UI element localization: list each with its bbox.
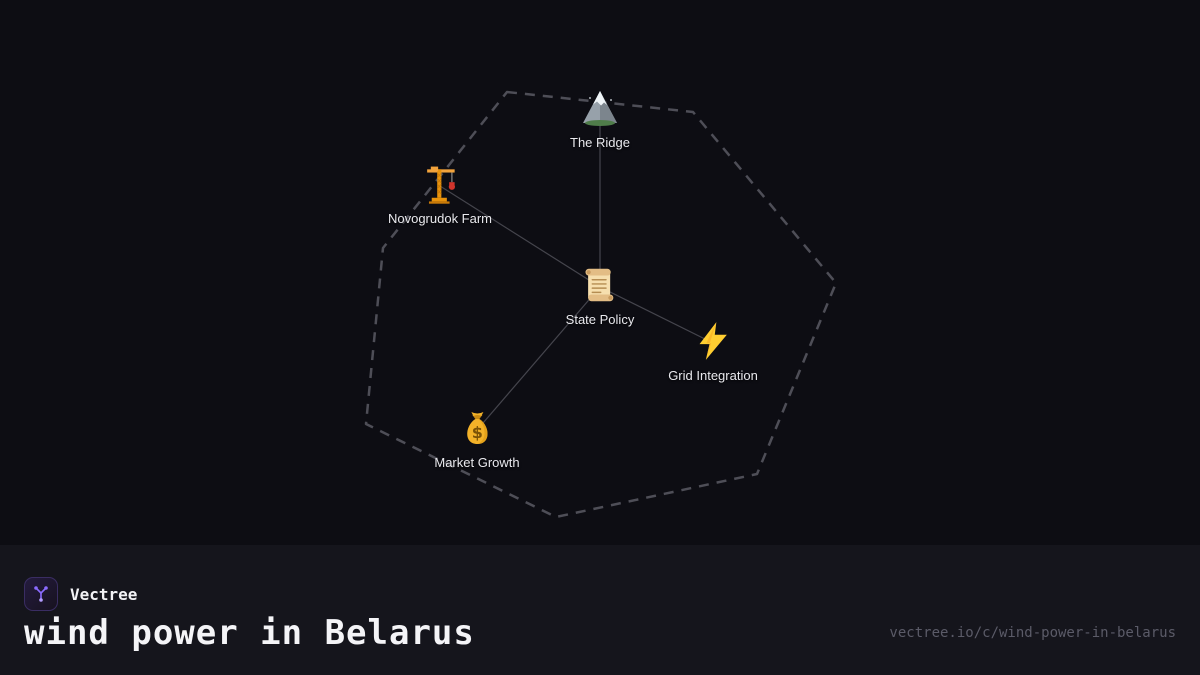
graph-edge-state-policy--grid-integration bbox=[599, 286, 714, 344]
footer-bar: Vectree wind power in Belarus vectree.io… bbox=[0, 545, 1200, 675]
brand-row: Vectree bbox=[24, 577, 137, 611]
node-label: State Policy bbox=[565, 312, 635, 327]
vectree-logo-icon bbox=[24, 577, 58, 611]
scroll-icon bbox=[578, 263, 622, 307]
money-bag-icon: $ bbox=[455, 406, 499, 450]
graph-edge-state-policy--market-growth bbox=[476, 286, 601, 431]
lightning-icon bbox=[691, 319, 735, 363]
graph-node-state-policy[interactable]: State Policy bbox=[565, 263, 635, 327]
node-label: The Ridge bbox=[570, 135, 630, 150]
graph-node-the-ridge[interactable]: The Ridge bbox=[570, 86, 630, 150]
graph-node-novogrudok-farm[interactable]: Novogrudok Farm bbox=[388, 162, 492, 226]
graph-edge-novogrudok-farm--state-policy bbox=[439, 185, 601, 288]
share-url: vectree.io/c/wind-power-in-belarus bbox=[889, 625, 1176, 641]
node-label: Grid Integration bbox=[668, 368, 758, 383]
node-label: Novogrudok Farm bbox=[387, 211, 493, 226]
brand-name: Vectree bbox=[70, 584, 138, 604]
crane-icon bbox=[418, 162, 462, 206]
mountain-icon bbox=[578, 86, 622, 130]
node-label: Market Growth bbox=[434, 455, 520, 470]
graph-node-grid-integration[interactable]: Grid Integration bbox=[668, 319, 758, 383]
svg-text:$: $ bbox=[471, 423, 482, 442]
cluster-hull-outline bbox=[364, 90, 838, 519]
graph-node-market-growth[interactable]: $ Market Growth bbox=[434, 406, 520, 470]
page-title: wind power in Belarus bbox=[24, 613, 475, 653]
